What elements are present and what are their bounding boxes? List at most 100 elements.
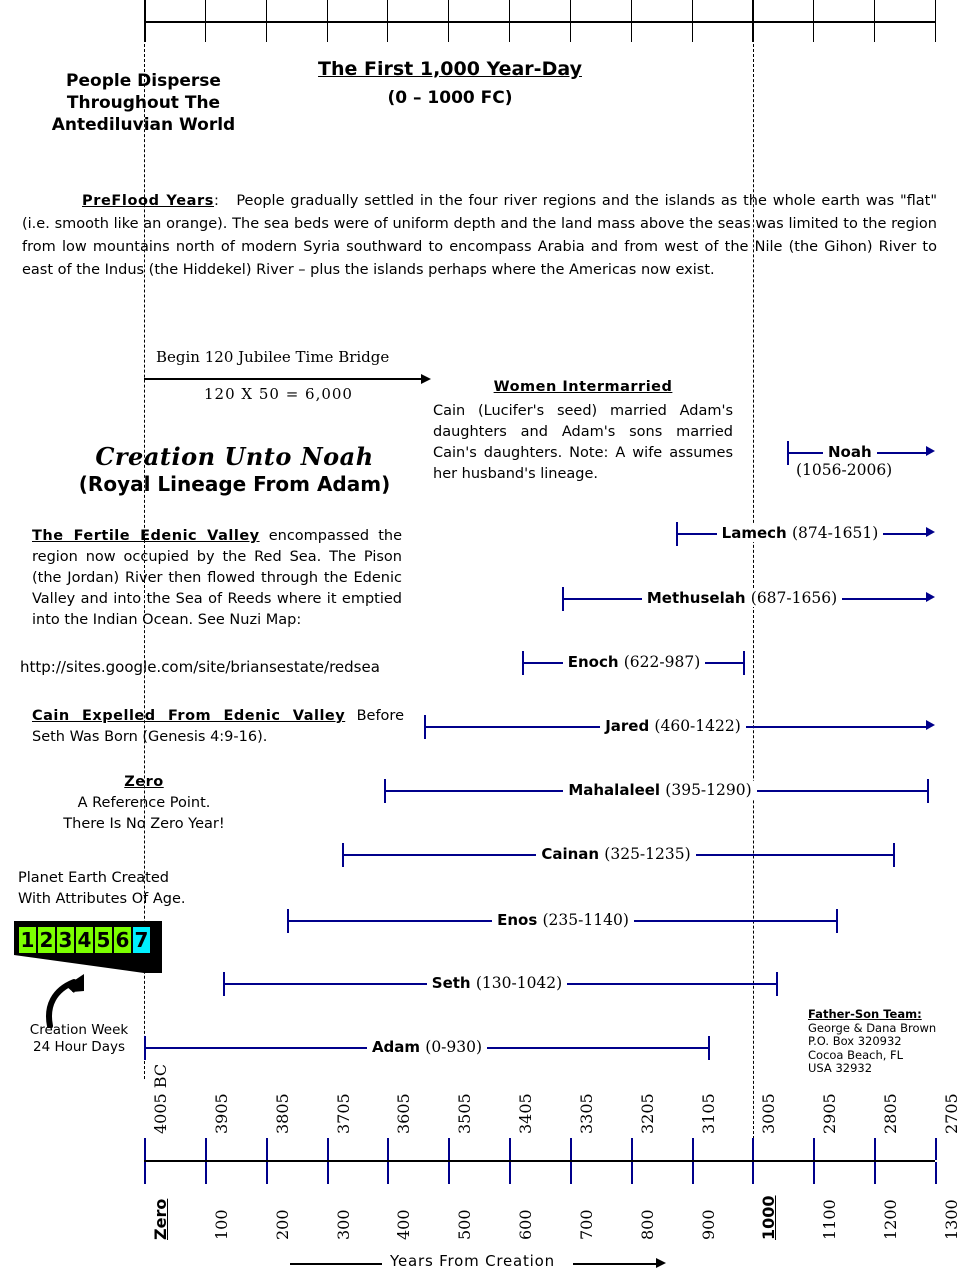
edenic-valley-block: The Fertile Edenic Valley encompassed th… <box>32 526 402 631</box>
zero-line1: A Reference Point. <box>77 795 211 811</box>
lifespan-bars: Adam (0-930) Seth (130-1042) Enos (235-114… <box>0 440 959 1061</box>
address-heading: Father-Son Team: <box>808 1007 922 1021</box>
preflood-heading: PreFlood Years <box>82 193 215 209</box>
lifespan-row: Mahalaleel (395-1290) <box>0 778 959 804</box>
axis-tick-lower <box>144 1162 146 1184</box>
address-line2: P.O. Box 320932 <box>808 1034 902 1048</box>
lifespan-row: Cainan (325-1235) <box>0 842 959 868</box>
lifespan-label: Mahalaleel (395-1290) <box>563 781 757 799</box>
planet-earth-block: Planet Earth Created With Attributes Of … <box>18 868 278 910</box>
preflood-paragraph: PreFlood Years: People gradually settled… <box>22 190 937 282</box>
creation-week-caption: Creation Week 24 Hour Days <box>14 1022 144 1056</box>
lifespan-end-cap <box>835 909 838 933</box>
yfc-left-line <box>290 1263 382 1265</box>
lifespan-continues-arrow <box>926 720 935 730</box>
lifespan-row: Enos (235-1140) <box>0 908 959 934</box>
axis-label-fc: 300 <box>333 1209 353 1240</box>
axis-label-fc: 400 <box>394 1209 414 1240</box>
bottom-axis-line <box>144 1160 935 1162</box>
creation-day-7: 7 <box>133 927 150 953</box>
lifespan-label: Seth (130-1042) <box>426 974 568 992</box>
axis-tick-lower <box>935 1162 937 1184</box>
axis-tick-upper <box>509 1138 512 1160</box>
jubilee-caption: Begin 120 Jubilee Time Bridge <box>156 348 390 366</box>
address-block: Father-Son Team: George & Dana Brown P.O… <box>808 1007 953 1076</box>
lifespan-label: Adam (0-930) <box>366 1038 488 1056</box>
creation-week-caption-line2: 24 Hour Days <box>33 1039 125 1055</box>
lifespan-row: Adam (0-930) <box>0 1035 959 1061</box>
axis-label-fc: 700 <box>576 1209 596 1240</box>
cain-expelled-body: Before Seth Was Born (Genesis 4:9-16). <box>32 708 404 745</box>
planet-earth-line1: Planet Earth Created <box>18 870 169 886</box>
lifespan-label: Cainan (325-1235) <box>536 845 696 863</box>
axis-label-fc: Zero <box>151 1198 170 1240</box>
zero-heading: Zero <box>124 774 164 790</box>
top-ruler-tick <box>204 0 206 42</box>
axis-tick-lower <box>874 1162 877 1184</box>
lifespan-continues-arrow <box>926 446 935 456</box>
top-ruler-tick <box>265 0 267 42</box>
top-ruler-tick <box>569 0 571 42</box>
top-ruler-tick <box>630 0 632 42</box>
lifespan-label: Methuselah (687-1656) <box>641 589 843 607</box>
axis-label-fc: 100 <box>211 1209 231 1240</box>
creation-day-6: 6 <box>114 927 131 953</box>
lifespan-continues-arrow <box>926 527 935 537</box>
planet-earth-line2: With Attributes Of Age. <box>18 891 186 907</box>
lifespan-label: Noah <box>823 443 877 461</box>
lifespan-end-cap <box>707 1036 710 1060</box>
axis-tick-upper <box>691 1138 694 1160</box>
axis-label-fc: 900 <box>698 1209 718 1240</box>
lifespan-end-cap <box>776 972 779 996</box>
axis-tick-upper <box>935 1138 937 1160</box>
women-intermarried-heading: Women Intermarried <box>493 379 673 395</box>
axis-tick-lower <box>691 1162 694 1184</box>
axis-label-bc: 3005 <box>759 1093 779 1134</box>
creation-day-3: 3 <box>57 927 74 953</box>
main-title-line2: (Royal Lineage From Adam) <box>78 472 391 496</box>
creation-day-1: 1 <box>19 927 36 953</box>
jubilee-arrow-line <box>144 378 424 380</box>
address-line1: George & Dana Brown <box>808 1020 937 1035</box>
axis-tick-lower <box>204 1162 207 1184</box>
axis-label-bc: 3105 <box>698 1093 718 1134</box>
cain-expelled-heading: Cain Expelled From Edenic Valley <box>32 708 346 724</box>
address-line3: Cocoa Beach, FL <box>808 1047 904 1062</box>
nuzi-map-url[interactable]: http://sites.google.com/site/briansestat… <box>20 658 380 676</box>
creation-week-caption-line1: Creation Week <box>29 1022 129 1038</box>
page-title-text: The First 1,000 Year-Day <box>318 58 582 80</box>
page-subtitle: (0 – 1000 FC) <box>300 88 600 108</box>
axis-label-bc: 2705 <box>942 1093 959 1134</box>
creation-day-5: 5 <box>95 927 112 953</box>
edenic-valley-heading: The Fertile Edenic Valley <box>32 528 260 544</box>
top-ruler-tick <box>691 0 693 42</box>
axis-tick-upper <box>204 1138 207 1160</box>
axis-label-fc: 500 <box>455 1209 475 1240</box>
women-intermarried-body: Cain (Lucifer's seed) married Adam's dau… <box>433 403 733 482</box>
lifespan-label: Jared (460-1422) <box>600 717 746 735</box>
jubilee-equation: 120 X 50 = 6,000 <box>204 385 353 403</box>
axis-tick-upper <box>265 1138 268 1160</box>
lifespan-row: Methuselah (687-1656) <box>0 586 959 612</box>
address-line4: USA 32932 <box>808 1061 873 1075</box>
jubilee-arrow-head <box>421 374 431 384</box>
yfc-arrow-head <box>656 1258 666 1268</box>
axis-tick-upper <box>752 1138 755 1160</box>
axis-tick-upper <box>448 1138 451 1160</box>
top-ruler-tick <box>448 0 450 42</box>
top-ruler-tick <box>752 0 755 42</box>
cain-expelled-block: Cain Expelled From Edenic Valley Before … <box>32 706 404 748</box>
lifespan-end-cap <box>926 779 929 803</box>
top-ruler-tick <box>509 0 511 42</box>
axis-label-fc: 1100 <box>820 1199 840 1240</box>
lifespan-row: Noah <box>0 440 959 466</box>
page-title: The First 1,000 Year-Day <box>300 58 600 80</box>
lifespan-label: Lamech (874-1651) <box>716 524 884 542</box>
axis-label-bc: 3205 <box>637 1093 657 1134</box>
jubilee-bridge: Begin 120 Jubilee Time Bridge 120 X 50 =… <box>144 348 434 408</box>
lifespan-row: Lamech (874-1651) <box>0 521 959 547</box>
people-disperse-heading: People Disperse Throughout The Antediluv… <box>36 70 251 136</box>
lifespan-continues-arrow <box>926 592 935 602</box>
axis-label-fc: 600 <box>516 1209 536 1240</box>
